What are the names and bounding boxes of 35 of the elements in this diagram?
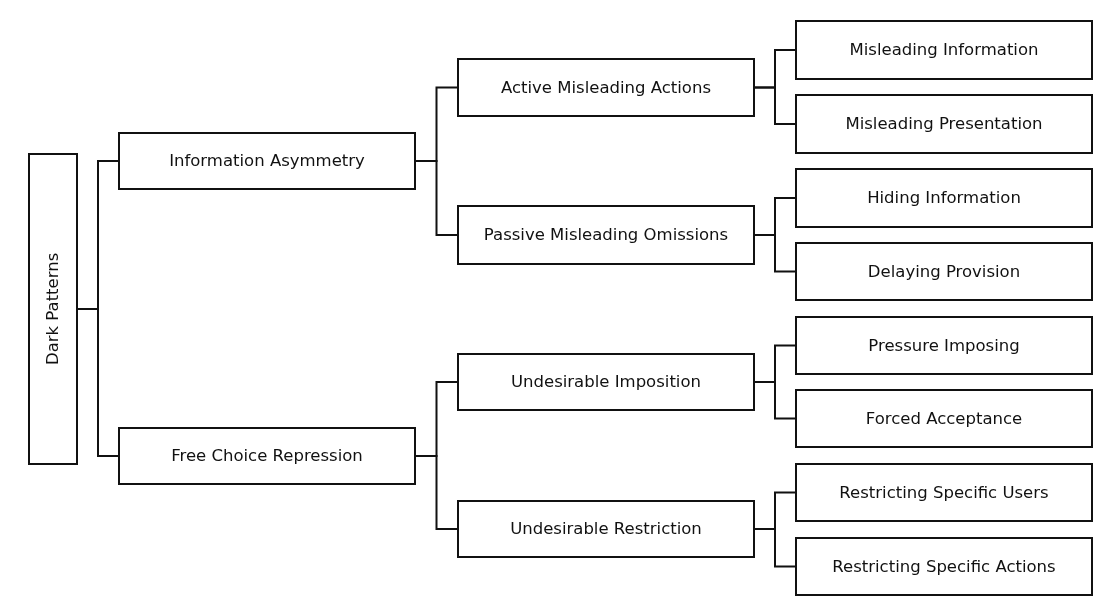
connector-line: [415, 160, 458, 236]
category-box: [795, 20, 1093, 80]
node-label: Active Misleading Actions: [500, 77, 712, 98]
node-label: Hiding Information: [867, 188, 1021, 208]
category-box: [118, 132, 416, 190]
node-label: Restricting Specific Actions: [832, 556, 1056, 577]
category-box: [795, 316, 1093, 375]
node-label: Misleading Information: [849, 40, 1039, 60]
category-box: [457, 58, 755, 117]
category-box: [457, 500, 755, 558]
connector-line: [415, 455, 458, 530]
category-box: [795, 242, 1093, 301]
category-box: [457, 353, 755, 411]
node-label: Undesirable Restriction: [510, 519, 702, 539]
node-label: Restricting Specific Users: [839, 482, 1049, 503]
connector-line: [754, 381, 796, 420]
connector-line: [754, 234, 796, 273]
category-box: [118, 427, 416, 485]
category-box: [795, 168, 1093, 228]
category-box: [795, 537, 1093, 596]
root-box: [28, 153, 78, 465]
node-label: Misleading Presentation: [845, 114, 1043, 134]
node-label: Forced Acceptance: [865, 408, 1023, 429]
node-label: Delaying Provision: [867, 261, 1021, 282]
connector-line: [754, 86, 796, 125]
category-box: [795, 389, 1093, 448]
category-box: [795, 463, 1093, 522]
node-label: Pressure Imposing: [868, 335, 1020, 356]
node-label: Undesirable Imposition: [511, 372, 701, 392]
category-box: [795, 94, 1093, 154]
node-label: Free Choice Repression: [171, 446, 363, 466]
node-label: Dark Patterns: [43, 252, 63, 366]
node-label: Passive Misleading Omissions: [483, 225, 729, 245]
category-box: [457, 205, 755, 265]
node-label: Information Asymmetry: [169, 151, 365, 171]
